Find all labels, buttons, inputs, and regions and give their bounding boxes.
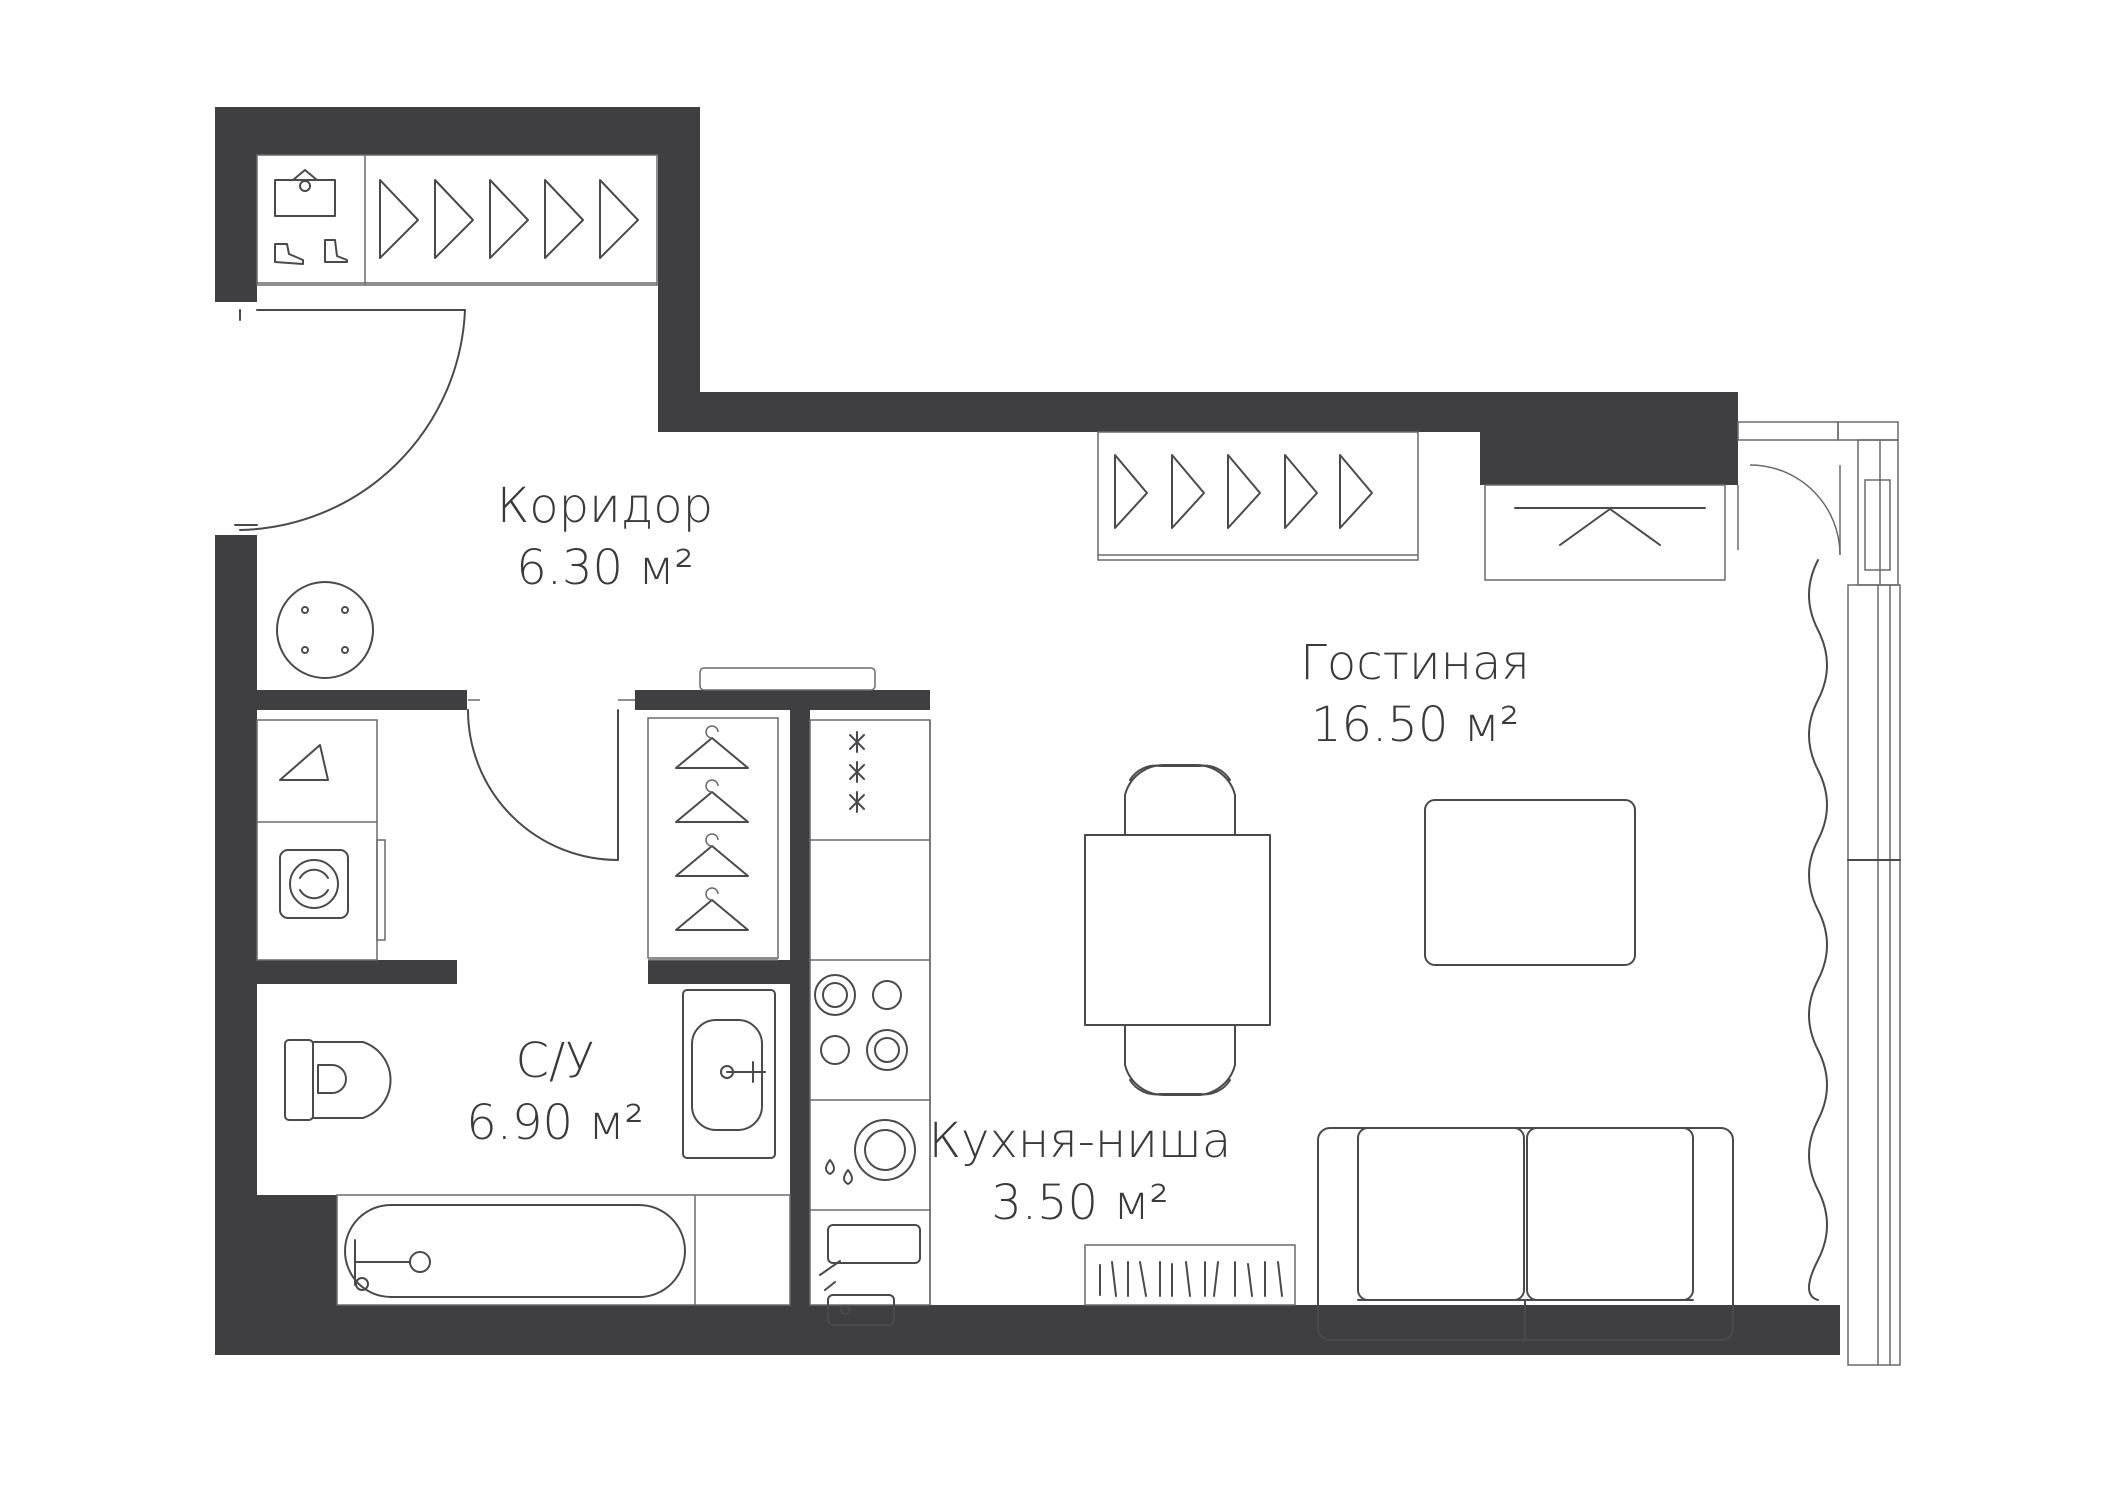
- tv-stand: [1484, 484, 1726, 581]
- corridor-door: [234, 309, 466, 531]
- corridor-name: Коридор: [496, 478, 714, 534]
- kitchen-counter: [809, 719, 931, 1326]
- coffee-table: [1424, 799, 1636, 966]
- wardrobe-corridor-top: [256, 154, 658, 286]
- toilet: [284, 1039, 392, 1121]
- hall-wardrobe: [647, 667, 876, 961]
- bathroom-door: [467, 699, 635, 861]
- dining-table: [1084, 763, 1271, 1097]
- living-area: 16.50 м²: [1310, 697, 1520, 753]
- sink: [682, 989, 776, 1159]
- bathroom-area: 6.90 м²: [466, 1095, 644, 1151]
- hanger-icon: [379, 179, 639, 259]
- kitchen-area: 3.50 м²: [991, 1175, 1169, 1231]
- bookshelf: [1084, 1244, 1296, 1306]
- laundry-closet: [256, 719, 386, 961]
- corridor-label: Коридор 6.30 м²: [470, 475, 740, 599]
- bathroom-label: С/У 6.90 м²: [435, 1030, 675, 1154]
- stove-icon: [814, 974, 908, 1071]
- kitchen-name: Кухня-ниша: [928, 1113, 1232, 1169]
- sofa: [1317, 1127, 1734, 1341]
- bathtub: [336, 1194, 791, 1306]
- washing-machine-icon: [289, 859, 339, 909]
- living-name: Гостиная: [1300, 635, 1530, 691]
- wardrobe-living: [1097, 431, 1419, 561]
- walls: [215, 107, 1840, 1355]
- window-frame: [1737, 421, 1901, 1366]
- kitchen-label: Кухня-ниша 3.50 м²: [920, 1110, 1240, 1234]
- round-pouf: [276, 581, 374, 679]
- bathroom-name: С/У: [515, 1033, 595, 1089]
- living-label: Гостиная 16.50 м²: [1265, 632, 1565, 756]
- corridor-area: 6.30 м²: [516, 540, 694, 596]
